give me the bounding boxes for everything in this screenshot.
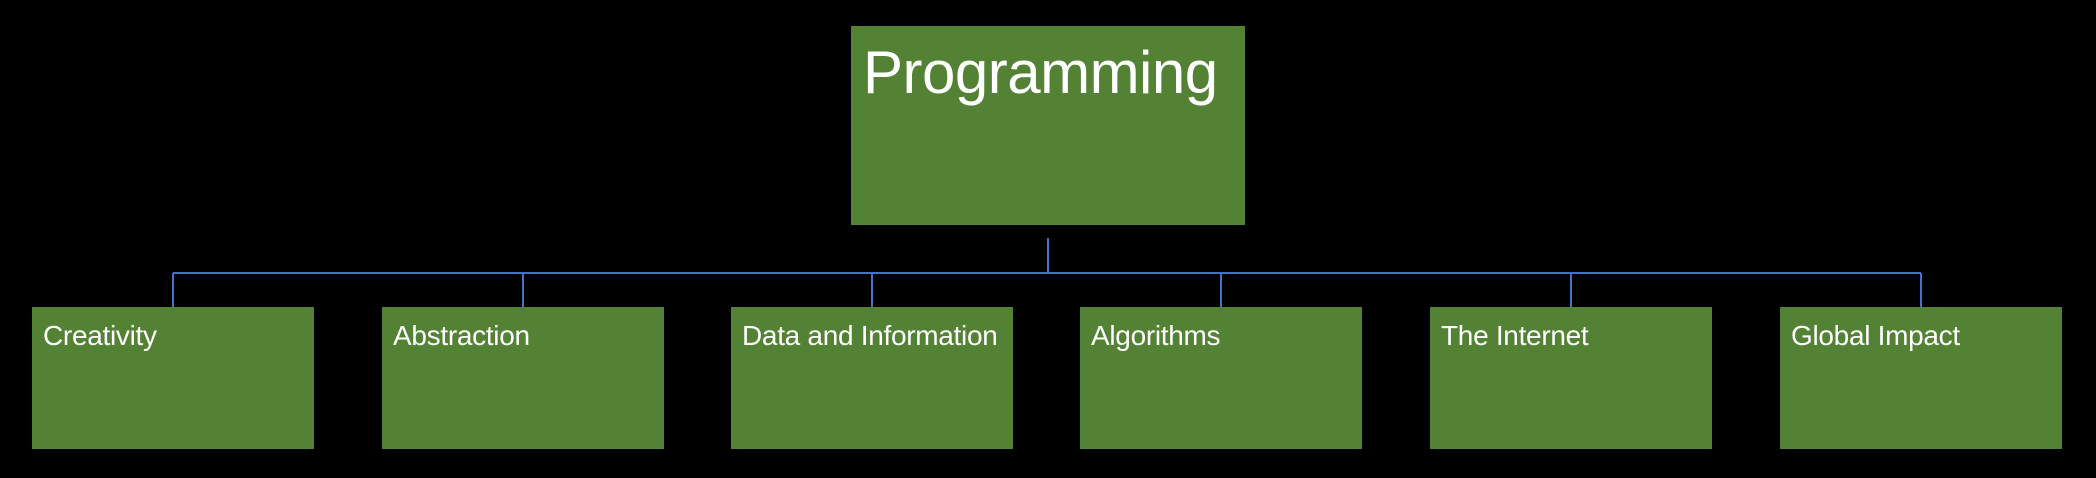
child-node-label: Data and Information <box>742 320 998 351</box>
child-node-label: Abstraction <box>393 320 530 351</box>
root-node-programming: Programming <box>851 26 1245 225</box>
child-node-abstraction: Abstraction <box>382 307 664 449</box>
child-node-label: The Internet <box>1441 320 1589 351</box>
root-node-label: Programming <box>863 39 1218 106</box>
child-node-label: Global Impact <box>1791 320 1960 351</box>
child-node-the-internet: The Internet <box>1430 307 1712 449</box>
child-node-global-impact: Global Impact <box>1780 307 2062 449</box>
child-node-creativity: Creativity <box>32 307 314 449</box>
child-node-label: Creativity <box>43 320 157 351</box>
child-node-data-and-information: Data and Information <box>731 307 1013 449</box>
child-node-algorithms: Algorithms <box>1080 307 1362 449</box>
child-node-label: Algorithms <box>1091 320 1221 351</box>
